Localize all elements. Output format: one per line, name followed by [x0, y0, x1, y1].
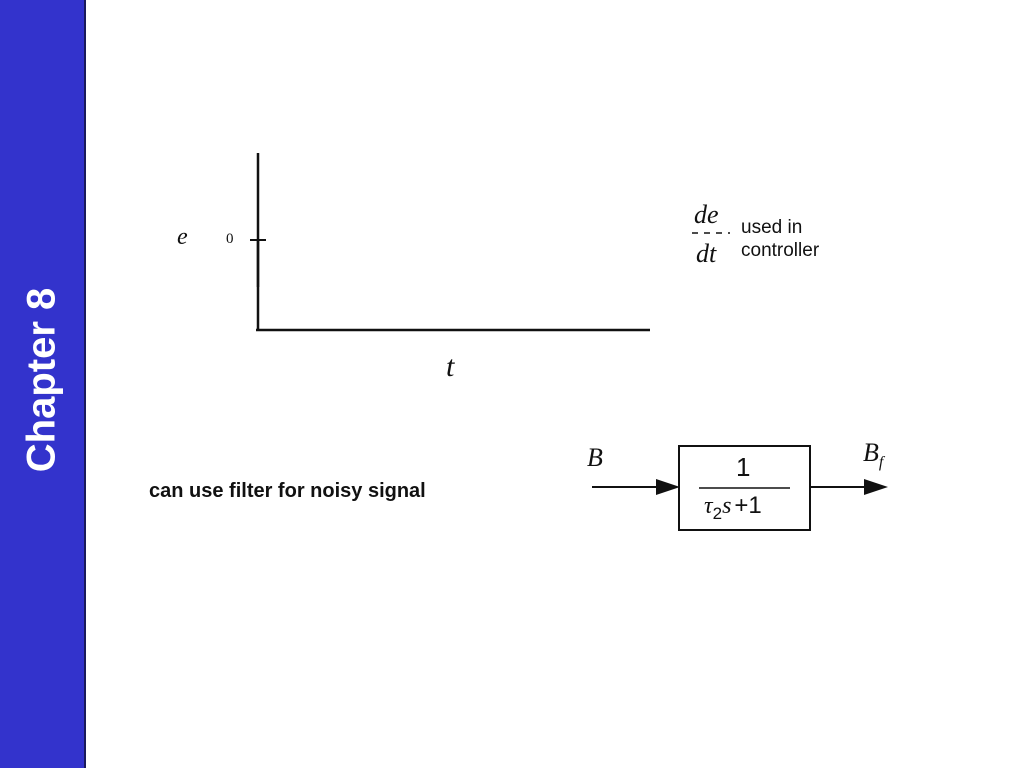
transfer-denominator: τ2s+1: [704, 492, 762, 524]
output-signal-base: B: [863, 438, 879, 467]
output-signal-label: Bf: [863, 438, 883, 472]
transfer-plus-one: +1: [734, 492, 762, 519]
transfer-tau-subscript: 2: [712, 503, 723, 523]
plot-y-tick-label: 0: [226, 231, 234, 247]
derivative-numerator: de: [694, 200, 719, 229]
filter-note-text: can use filter for noisy signal: [149, 480, 426, 502]
derivative-denominator: dt: [696, 239, 717, 268]
derivative-note-line2: controller: [741, 240, 820, 261]
plot-x-axis-label: t: [446, 350, 455, 383]
sidebar: Chapter 8: [0, 0, 86, 768]
transfer-tau: τ: [704, 493, 713, 519]
output-signal-subscript: f: [878, 454, 884, 472]
input-arrowhead: [656, 479, 680, 495]
input-signal-label: B: [587, 443, 603, 472]
derivative-note-line1: used in: [741, 217, 803, 238]
output-arrowhead: [864, 479, 888, 495]
transfer-numerator: 1: [736, 452, 751, 482]
plot-y-axis-label: e: [177, 224, 188, 250]
transfer-s: s: [722, 493, 732, 519]
